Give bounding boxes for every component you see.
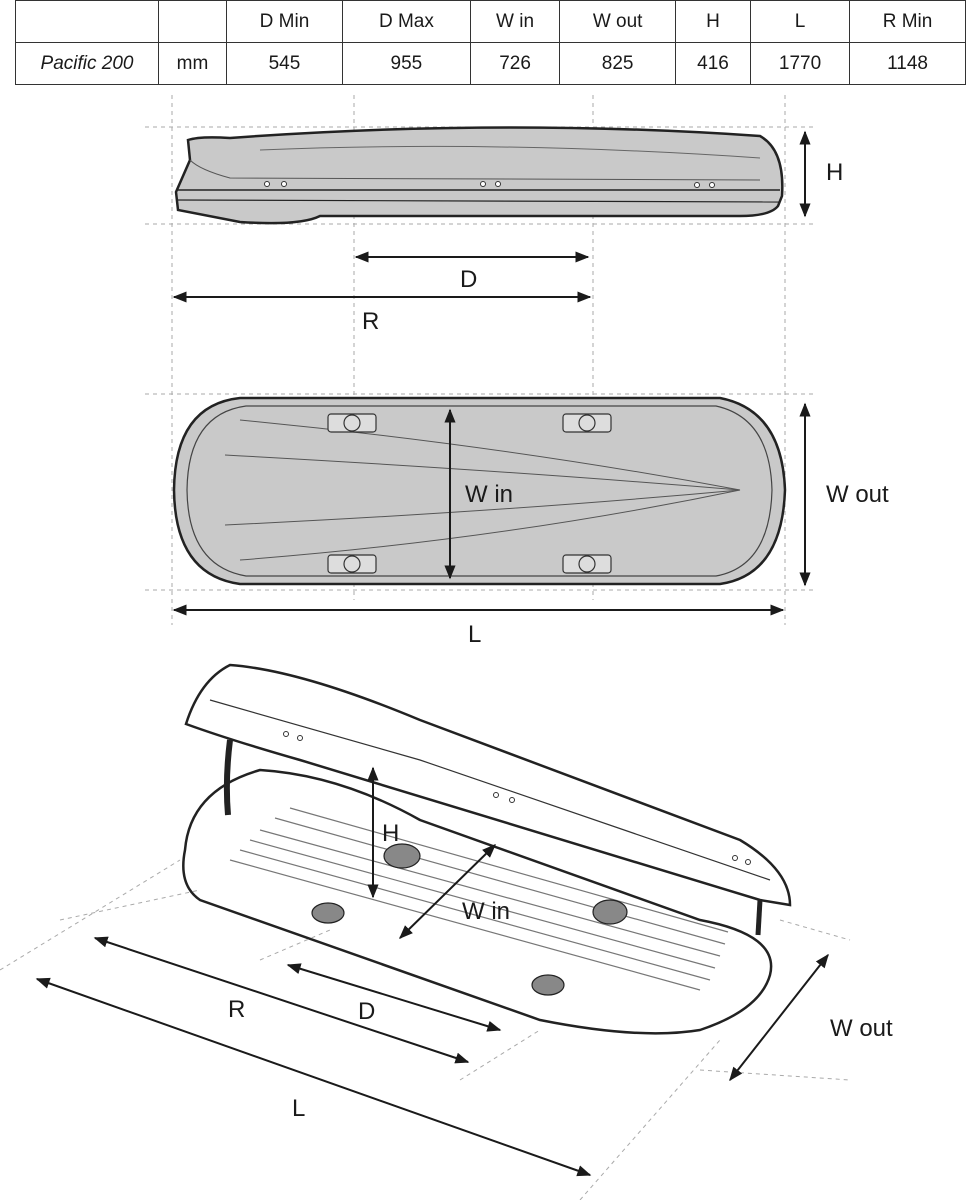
top-l-label: L bbox=[468, 621, 481, 648]
side-view-arrows bbox=[172, 130, 811, 303]
top-view-arrows bbox=[172, 402, 811, 616]
top-view-box bbox=[172, 396, 787, 586]
persp-l-label: L bbox=[292, 1095, 305, 1122]
top-w-out-label: W out bbox=[826, 481, 889, 508]
model-name: Pacific 200 bbox=[15, 42, 159, 85]
value-cell: 955 bbox=[341, 42, 471, 85]
header-cell: D Max bbox=[341, 0, 471, 43]
perspective-arrows bbox=[35, 766, 829, 1177]
value-cell: 825 bbox=[559, 42, 677, 85]
value-cell: 545 bbox=[226, 42, 343, 85]
side-d-label: D bbox=[460, 266, 477, 293]
header-cell: R Min bbox=[849, 0, 966, 43]
perspective-view-box bbox=[182, 663, 792, 1035]
value-cell: 1148 bbox=[849, 42, 966, 85]
side-r-label: R bbox=[362, 308, 379, 335]
persp-h-label: H bbox=[382, 820, 399, 847]
table-row: Pacific 200 mm 545 955 726 825 416 1770 … bbox=[15, 42, 966, 85]
header-cell: L bbox=[749, 0, 851, 43]
header-cell: W out bbox=[559, 0, 677, 43]
persp-d-label: D bbox=[358, 998, 375, 1025]
value-cell: 1770 bbox=[749, 42, 851, 85]
top-w-in-label: W in bbox=[465, 481, 513, 508]
guide-lines bbox=[145, 95, 815, 625]
value-cell: 726 bbox=[469, 42, 561, 85]
persp-r-label: R bbox=[228, 996, 245, 1023]
persp-w-in-label: W in bbox=[462, 898, 510, 925]
header-cell: D Min bbox=[226, 0, 343, 43]
value-cell: 416 bbox=[675, 42, 751, 85]
header-cell: W in bbox=[469, 0, 561, 43]
persp-w-out-label: W out bbox=[830, 1015, 893, 1042]
spec-table: D Min D Max W in W out H L R Min Pacific… bbox=[15, 0, 966, 85]
table-header-row: D Min D Max W in W out H L R Min bbox=[15, 0, 966, 43]
side-view-box bbox=[174, 126, 784, 225]
side-h-label: H bbox=[826, 159, 843, 186]
unit-cell: mm bbox=[158, 42, 227, 85]
